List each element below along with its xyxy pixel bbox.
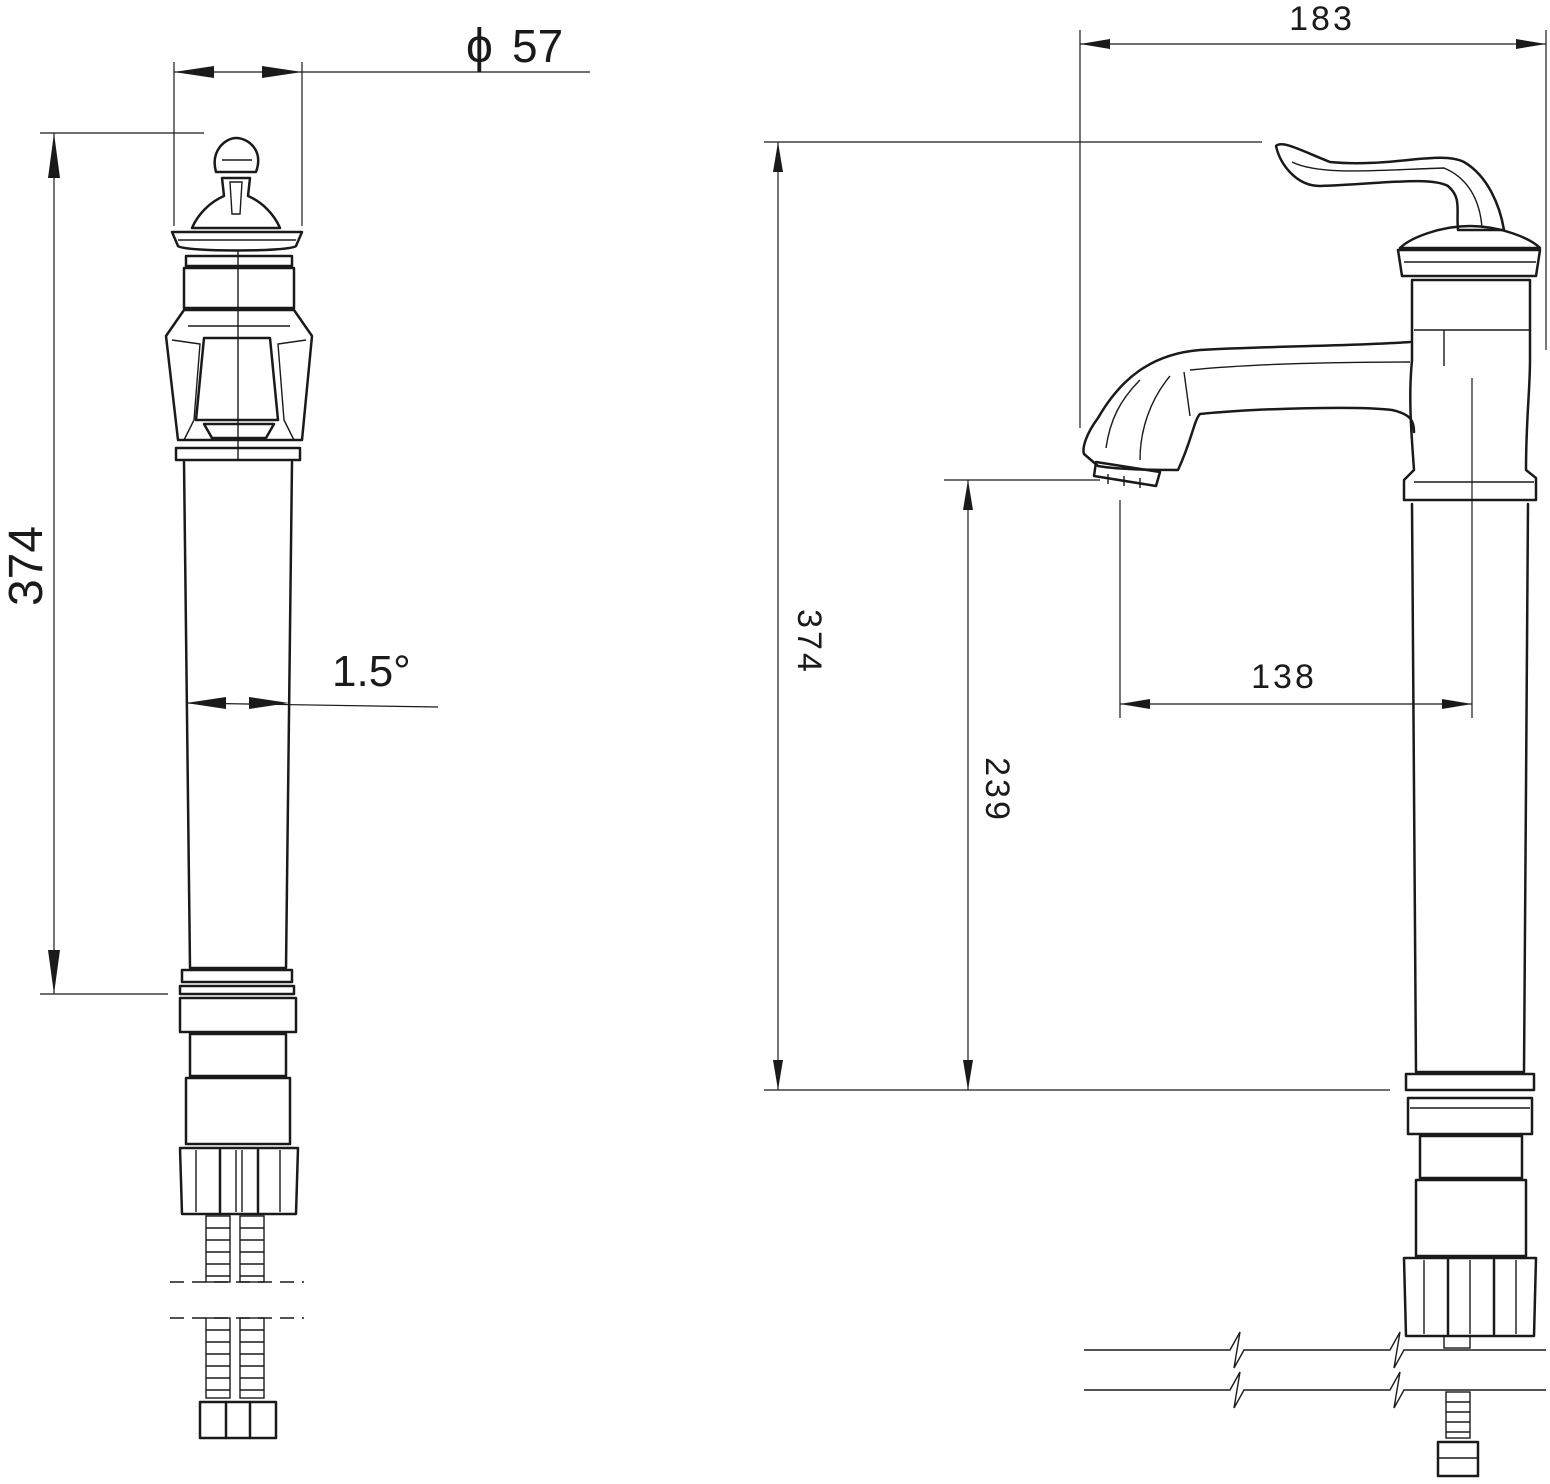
spout-reach-label: 138	[1251, 658, 1317, 696]
side-height-label: 374	[790, 609, 828, 675]
side-lever-handle	[1274, 143, 1542, 278]
angle-label: 1.5°	[332, 647, 411, 696]
front-collar	[164, 250, 314, 462]
spout-height-label: 239	[978, 757, 1016, 823]
front-handle	[170, 136, 304, 252]
side-width-dimension: 183	[1079, 0, 1547, 428]
spout-reach-dimension: 138	[1119, 378, 1473, 718]
side-lock-nut	[1402, 1256, 1538, 1338]
front-height-dimension: 374	[0, 132, 204, 995]
front-lock-nut	[178, 1146, 300, 1216]
front-body	[178, 460, 298, 1146]
side-width-label: 183	[1289, 0, 1355, 38]
countertop-break-lines	[1084, 1331, 1546, 1409]
front-view: ϕ 57 374 1.5°	[0, 20, 590, 1440]
front-height-label: 374	[0, 526, 53, 606]
front-angle-dimension: 1.5°	[185, 647, 439, 709]
diameter-label: 57	[512, 20, 563, 72]
front-hoses	[170, 1215, 304, 1440]
side-view: 183 374 239 138	[764, 0, 1547, 1478]
side-body	[1082, 278, 1538, 1258]
spout-height-dimension: 239	[944, 479, 1100, 1090]
side-hose	[1436, 1391, 1480, 1478]
side-height-dimension: 374	[764, 141, 1390, 1091]
diameter-symbol: ϕ	[466, 20, 493, 73]
front-diameter-dimension: ϕ 57	[173, 20, 590, 226]
